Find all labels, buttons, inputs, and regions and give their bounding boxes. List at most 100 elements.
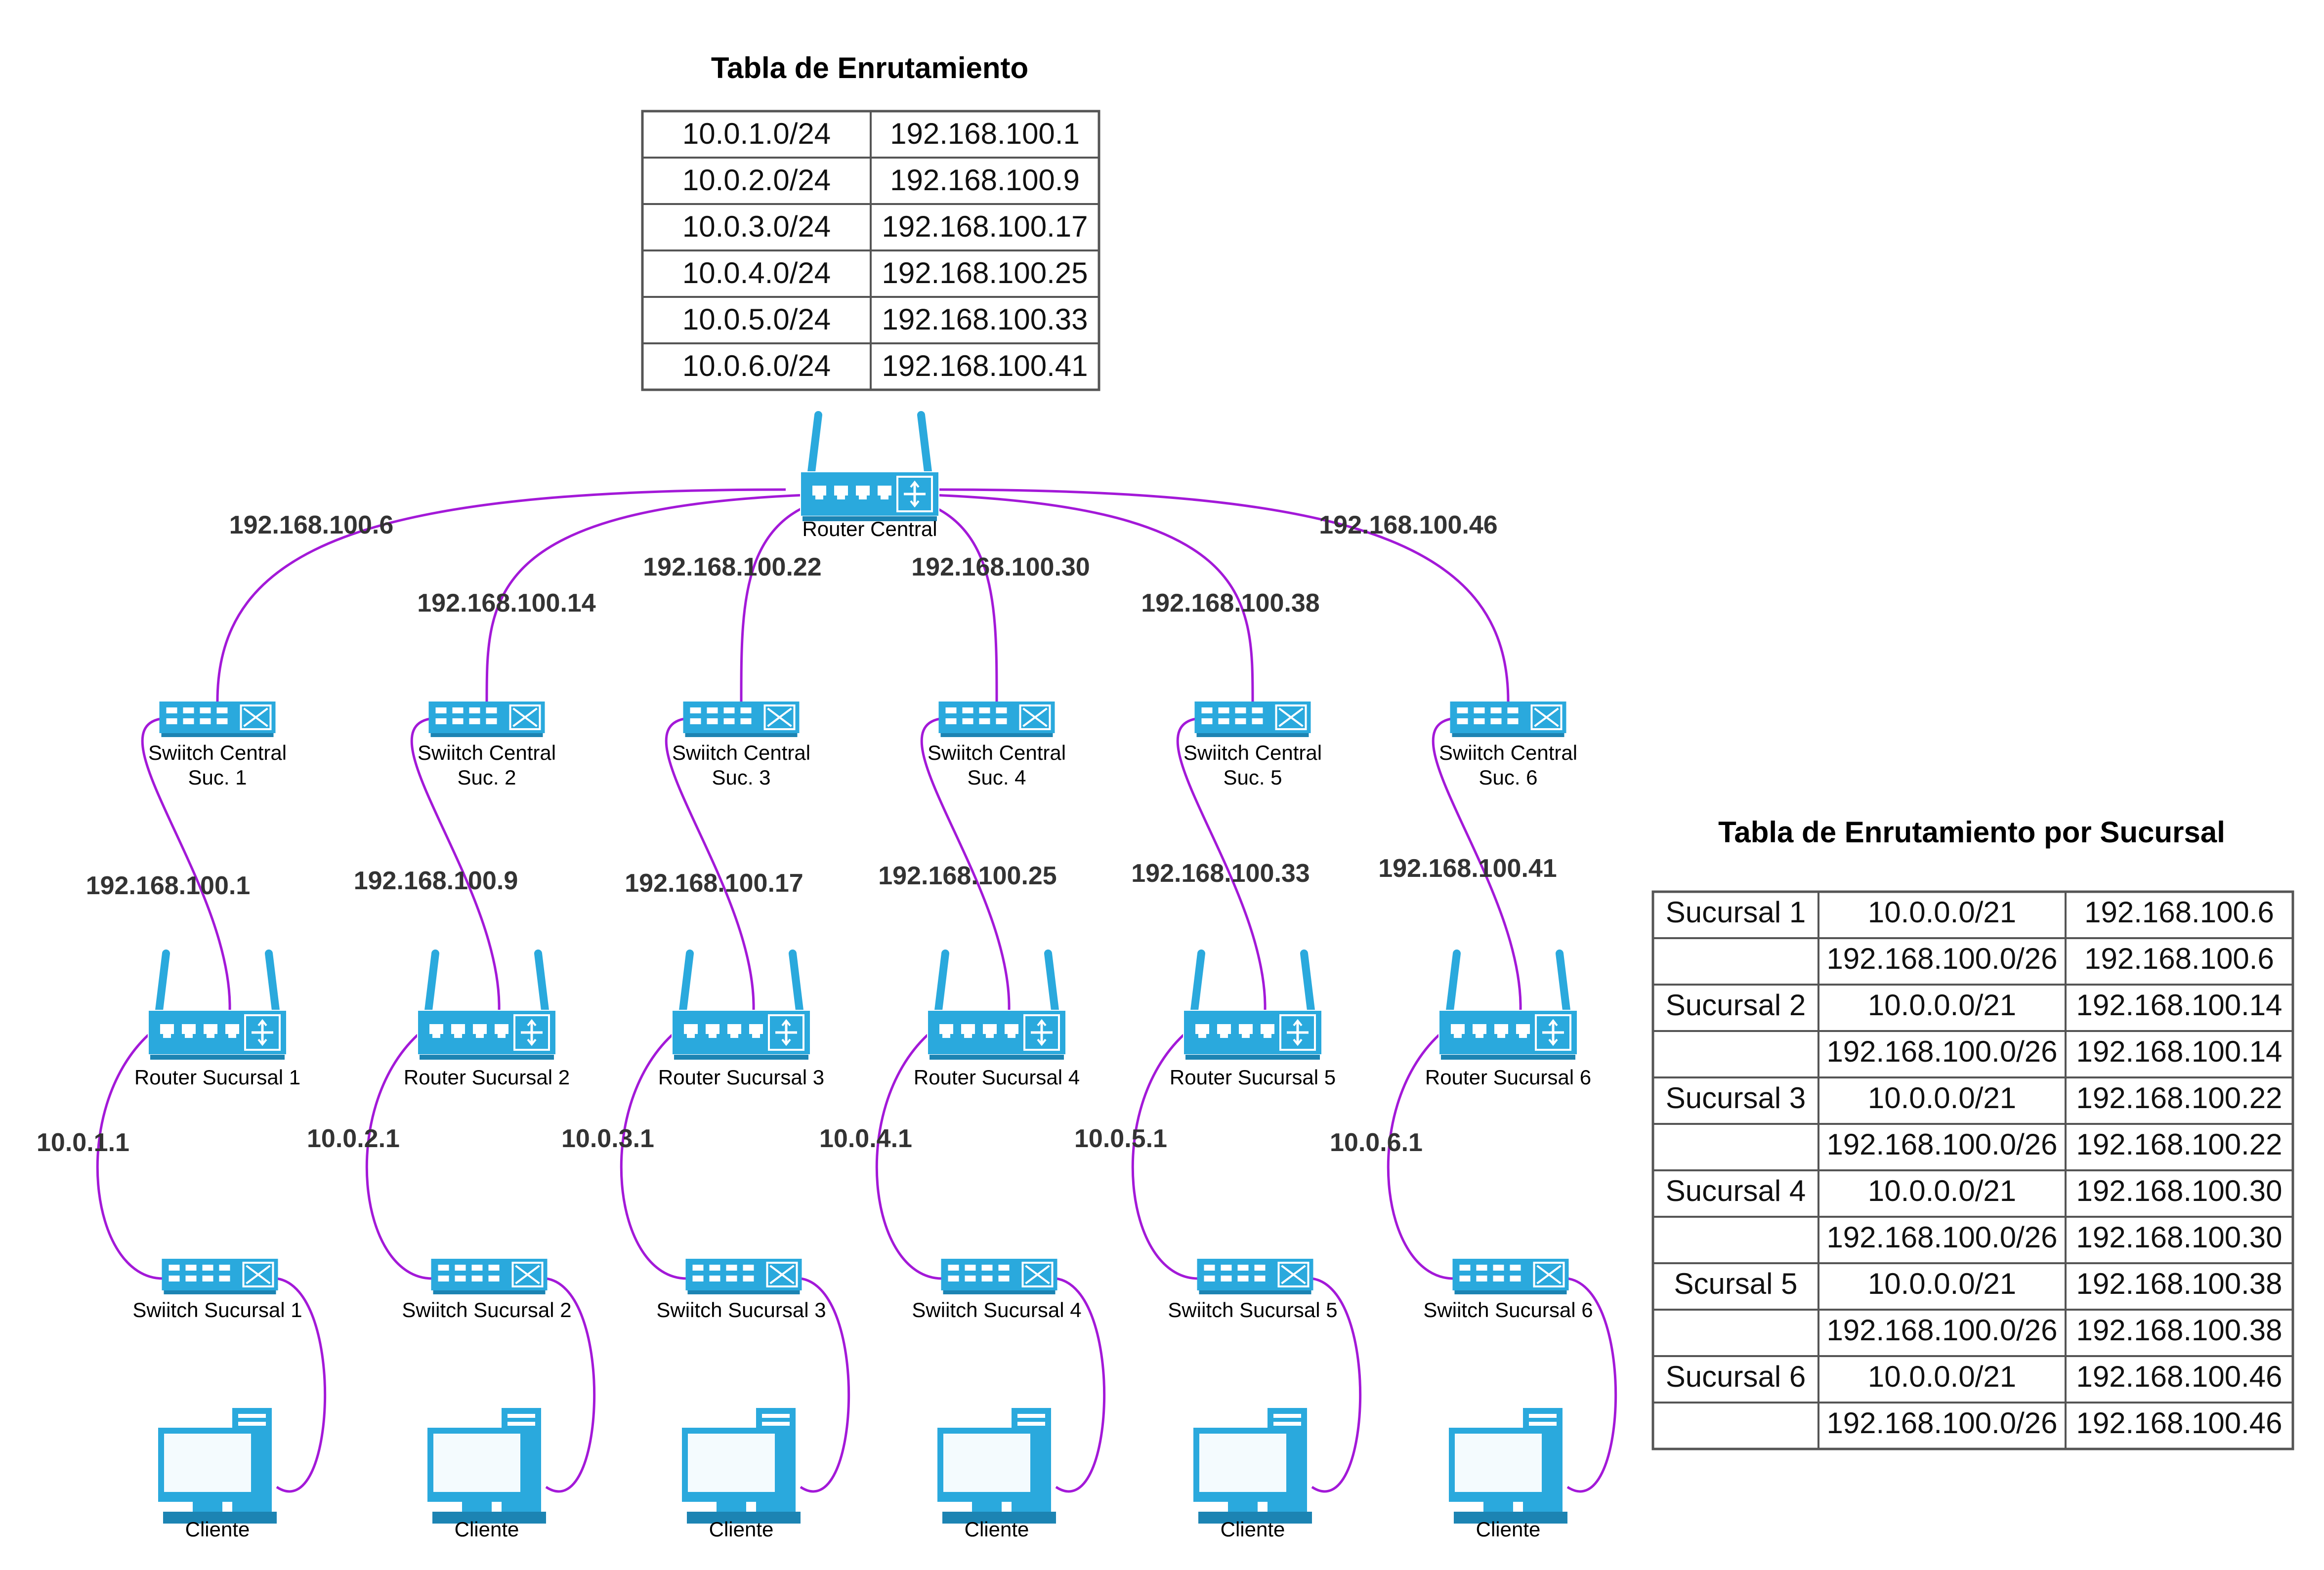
branch-table-cell: 192.168.100.0/26 <box>1826 1406 2057 1440</box>
switch-central-sub-label: Suc. 6 <box>1479 766 1537 789</box>
branch-table-cell: 10.0.0.0/21 <box>1868 1360 2016 1393</box>
switch-central-suc-3-icon <box>683 702 800 737</box>
wire-uplink-suc-1 <box>141 717 231 1011</box>
branch-table-cell: 192.168.100.38 <box>2076 1314 2282 1347</box>
ip-central-side-label: 192.168.100.46 <box>1319 511 1497 539</box>
router-sucursal-3-icon <box>672 950 811 1060</box>
switch-central-suc-5-icon <box>1194 702 1311 737</box>
switch-central-sub-label: Suc. 4 <box>967 766 1026 789</box>
switch-central-label: Swiitch Central <box>1183 741 1322 764</box>
branch-table-cell: 192.168.100.0/26 <box>1826 1128 2057 1161</box>
branch-table-cell: 192.168.100.6 <box>2084 942 2274 975</box>
switch-central-sub-label: Suc. 3 <box>712 766 770 789</box>
wire-lan-suc-5 <box>1131 1034 1199 1280</box>
branch-table-cell: 192.168.100.46 <box>2076 1406 2282 1440</box>
client-3-icon <box>682 1408 801 1524</box>
switch-sucursal-3-icon <box>685 1259 802 1294</box>
switch-central-suc-2-icon <box>428 702 545 737</box>
branch-table-cell: 192.168.100.30 <box>2076 1221 2282 1254</box>
ip-router-uplink-label: 192.168.100.9 <box>354 867 518 895</box>
branch-table-title: Tabla de Enrutamiento por Sucursal <box>1718 816 2225 849</box>
branch-table-cell: 192.168.100.14 <box>2076 989 2282 1022</box>
routing-table-cell: 10.0.2.0/24 <box>682 164 831 197</box>
routing-table-cell: 10.0.5.0/24 <box>682 303 831 336</box>
routing-table-cell: 10.0.3.0/24 <box>682 210 831 243</box>
router-sucursal-label: Router Sucursal 3 <box>658 1066 824 1089</box>
ip-central-side-label: 192.168.100.30 <box>911 553 1090 581</box>
switch-central-suc-6-icon <box>1450 702 1566 737</box>
branch-table-cell: 10.0.0.0/21 <box>1868 1081 2016 1115</box>
router-sucursal-4-icon <box>927 950 1066 1060</box>
branch-table-cell: 192.168.100.22 <box>2076 1081 2282 1115</box>
branch-table-cell: 192.168.100.46 <box>2076 1360 2282 1393</box>
wire-client-suc-5 <box>1311 1277 1362 1493</box>
ip-router-uplink-label: 192.168.100.17 <box>625 869 803 898</box>
client-2-icon <box>427 1408 546 1524</box>
routing-table-cell: 10.0.1.0/24 <box>682 117 831 150</box>
client-label: Cliente <box>455 1518 519 1541</box>
switch-sucursal-2-icon <box>431 1259 548 1294</box>
wire-uplink-suc-5 <box>1176 717 1267 1011</box>
wire-lan-suc-2 <box>365 1034 433 1280</box>
branch-table-cell: 192.168.100.14 <box>2076 1035 2282 1068</box>
wire-central-suc-1 <box>216 488 786 702</box>
switch-sucursal-label: Swiitch Sucursal 5 <box>1168 1298 1337 1322</box>
wire-uplink-suc-6 <box>1432 717 1522 1011</box>
switch-sucursal-1-icon <box>162 1259 278 1294</box>
wire-uplink-suc-3 <box>665 717 755 1011</box>
branch-table-cell: Sucursal 6 <box>1666 1360 1806 1393</box>
wire-central-suc-5 <box>899 493 1254 702</box>
ip-central-side-label: 192.168.100.6 <box>229 511 394 539</box>
switch-central-suc-4-icon <box>938 702 1055 737</box>
branch-table-cell: 192.168.100.6 <box>2084 896 2274 929</box>
switch-central-sub-label: Suc. 1 <box>188 766 247 789</box>
client-label: Cliente <box>1476 1518 1541 1541</box>
switch-sucursal-label: Swiitch Sucursal 3 <box>656 1298 826 1322</box>
wire-lan-suc-6 <box>1387 1034 1454 1280</box>
switch-central-sub-label: Suc. 2 <box>457 766 516 789</box>
router-sucursal-6-icon <box>1438 950 1578 1060</box>
client-6-icon <box>1449 1408 1567 1524</box>
wire-client-suc-4 <box>1055 1277 1106 1493</box>
router-sucursal-1-icon <box>148 950 287 1060</box>
branch-table-cell: 10.0.0.0/21 <box>1868 1174 2016 1207</box>
switch-central-label: Swiitch Central <box>672 741 810 764</box>
switch-sucursal-label: Swiitch Sucursal 6 <box>1423 1298 1593 1322</box>
router-sucursal-5-icon <box>1183 950 1322 1060</box>
switch-central-label: Swiitch Central <box>928 741 1066 764</box>
ip-router-uplink-label: 192.168.100.1 <box>86 871 251 900</box>
ip-lan-label: 10.0.1.1 <box>37 1128 129 1157</box>
switch-sucursal-label: Swiitch Sucursal 2 <box>402 1298 571 1322</box>
routing-table-cell: 192.168.100.1 <box>890 117 1080 150</box>
branch-table-cell: 10.0.0.0/21 <box>1868 896 2016 929</box>
client-5-icon <box>1193 1408 1312 1524</box>
routing-table-cell: 192.168.100.33 <box>882 303 1088 336</box>
branch-table-cell: Scursal 5 <box>1674 1267 1797 1300</box>
branch-table-cell: 192.168.100.0/26 <box>1826 1035 2057 1068</box>
client-label: Cliente <box>185 1518 250 1541</box>
switch-central-label: Swiitch Central <box>418 741 556 764</box>
router-central-label: Router Central <box>802 517 937 540</box>
switch-central-label: Swiitch Central <box>148 741 287 764</box>
switch-central-suc-1-icon <box>159 702 276 737</box>
switch-sucursal-4-icon <box>941 1259 1057 1294</box>
router-sucursal-label: Router Sucursal 4 <box>914 1066 1080 1089</box>
wire-lan-suc-4 <box>875 1034 943 1280</box>
wire-central-suc-6 <box>938 488 1510 702</box>
routing-table-cell: 10.0.4.0/24 <box>682 256 831 289</box>
wire-client-suc-3 <box>800 1277 850 1493</box>
routing-table-cell: 192.168.100.25 <box>882 256 1088 289</box>
wire-uplink-suc-2 <box>410 717 501 1011</box>
client-label: Cliente <box>709 1518 774 1541</box>
ip-router-uplink-label: 192.168.100.33 <box>1131 859 1310 888</box>
switch-central-sub-label: Suc. 5 <box>1223 766 1282 789</box>
branch-table-cell: Sucursal 4 <box>1666 1174 1806 1207</box>
client-1-icon <box>158 1408 277 1524</box>
router-sucursal-label: Router Sucursal 1 <box>134 1066 300 1089</box>
switch-sucursal-6-icon <box>1452 1259 1569 1294</box>
wire-lan-suc-1 <box>96 1034 164 1280</box>
